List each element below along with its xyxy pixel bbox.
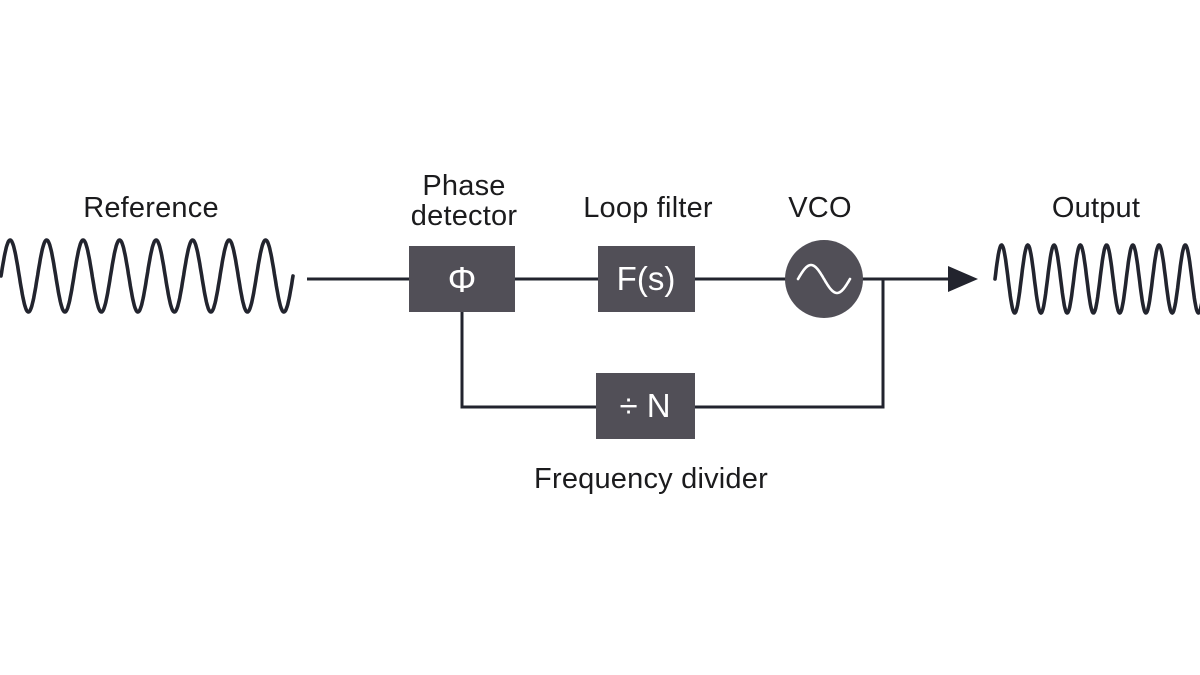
phase-detector-block [409, 246, 515, 312]
vco-sine-icon [796, 263, 852, 295]
output-sine-wave-icon [993, 243, 1200, 315]
loop-filter-symbol: F(s) [617, 260, 676, 297]
reference-label: Reference [83, 192, 219, 224]
reference-sine-wave-icon [0, 238, 295, 314]
phase-detector-label-line1: Phase [422, 170, 505, 202]
feedback-wire-right [694, 279, 885, 409]
phase-detector-symbol: Φ [448, 259, 477, 300]
vco-label: VCO [788, 192, 851, 224]
output-label: Output [1052, 192, 1140, 224]
frequency-divider-block [596, 373, 695, 439]
output-arrowhead-icon [948, 266, 978, 292]
loop-filter-block [598, 246, 695, 312]
loop-filter-label: Loop filter [583, 192, 713, 224]
phase-detector-label-line2: detector [411, 200, 518, 232]
frequency-divider-symbol: ÷ N [619, 387, 670, 424]
frequency-divider-label: Frequency divider [534, 463, 768, 495]
feedback-wire-left [460, 312, 597, 409]
